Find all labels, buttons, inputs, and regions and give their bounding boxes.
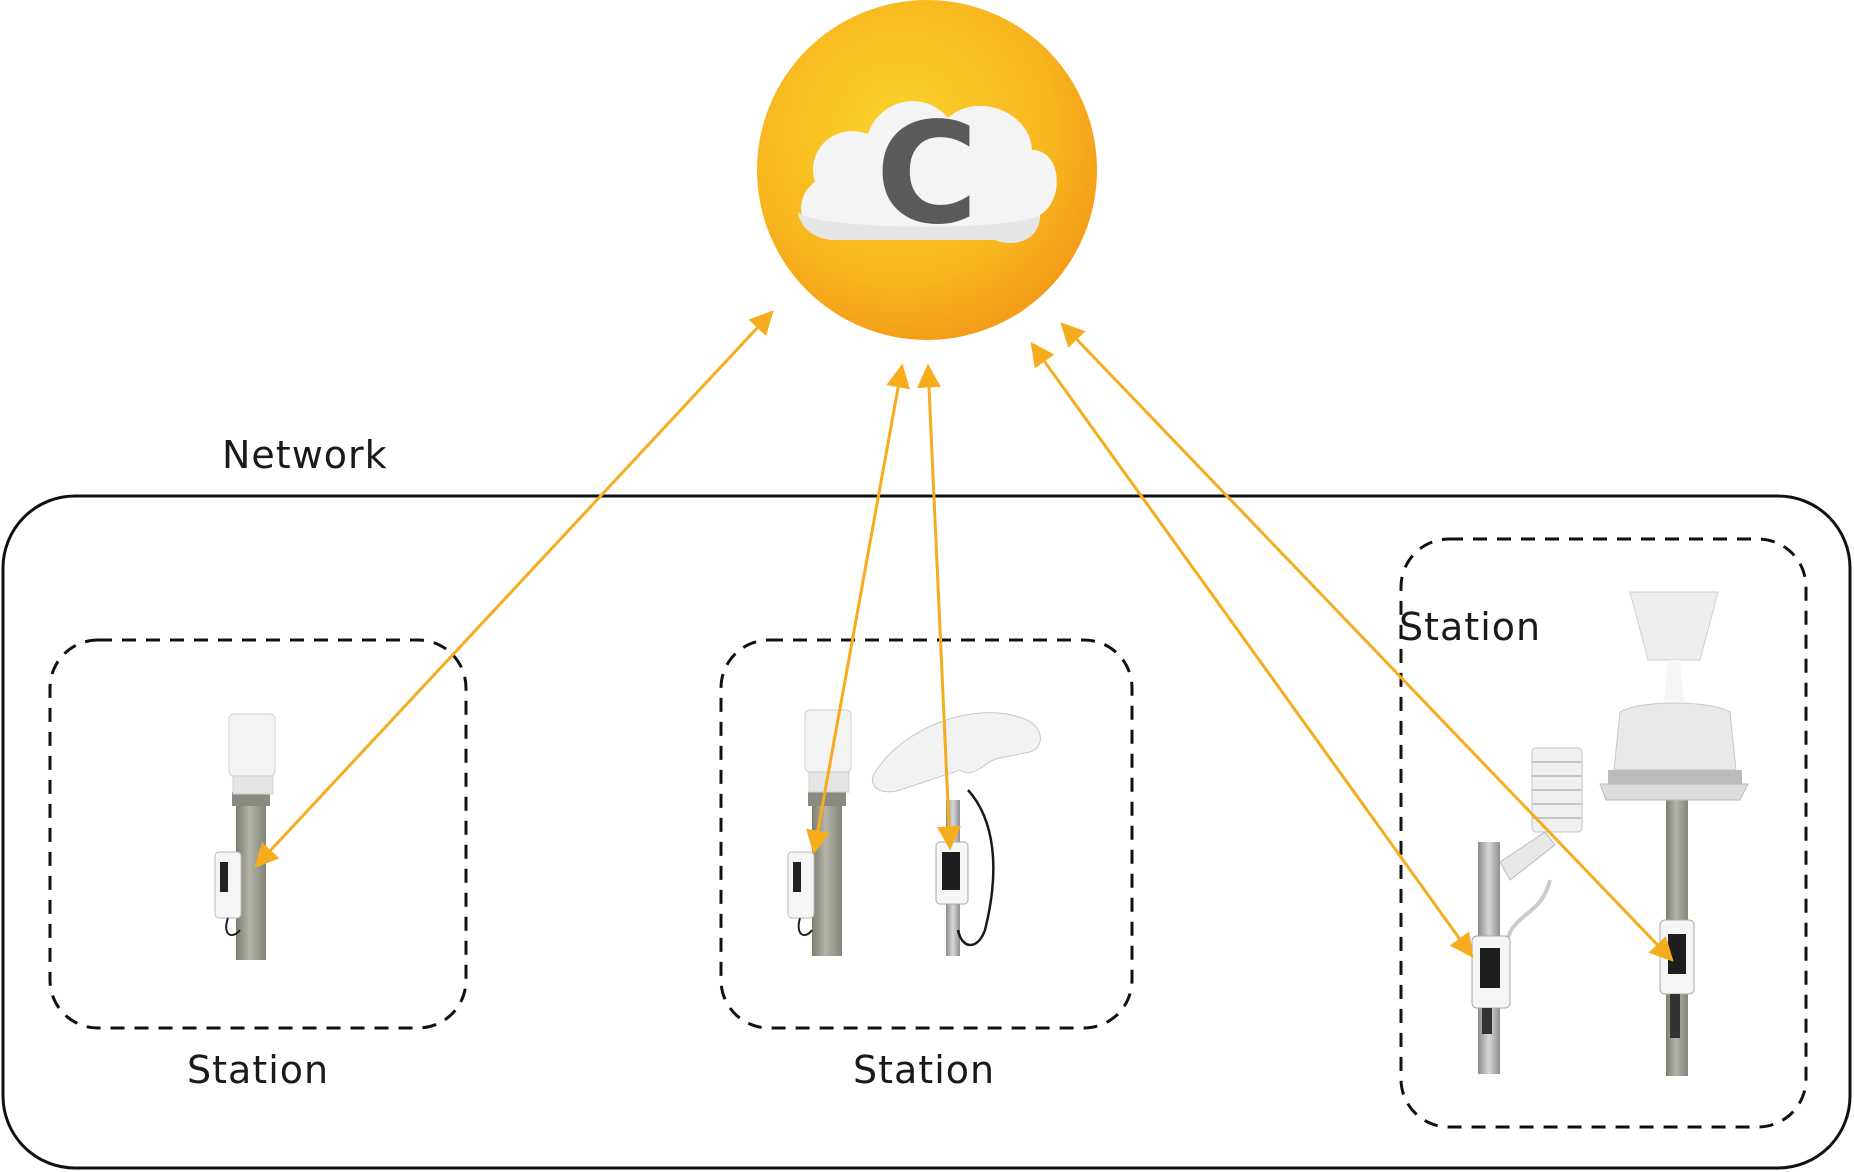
network-label: Network [222,433,388,477]
cloud-service: C [757,0,1097,340]
station-middle-label: Station [853,1048,995,1092]
arrow-cloud-station-right-rain [1060,322,1674,962]
rain-gauge-logger-icon [1599,591,1749,1076]
station-left-label: Station [187,1048,329,1092]
radiation-sensor-logger-icon [872,712,1041,956]
arrow-cloud-station-right-temperature [1030,342,1474,958]
station-right-label: Station [1399,605,1541,649]
temperature-shield-logger-icon [1471,747,1583,1074]
wind-sensor-logger-icon [787,709,852,956]
arrow-cloud-station-middle-wind [806,363,910,855]
cloud-letter: C [876,93,979,256]
station-middle-boundary [719,638,1134,1030]
communication-arrows [254,310,1674,962]
arrow-cloud-station-left [254,310,774,868]
arrow-cloud-station-middle-radiation [916,363,962,851]
cloud-icon [798,101,1057,243]
wind-sensor-logger-icon [214,713,276,960]
